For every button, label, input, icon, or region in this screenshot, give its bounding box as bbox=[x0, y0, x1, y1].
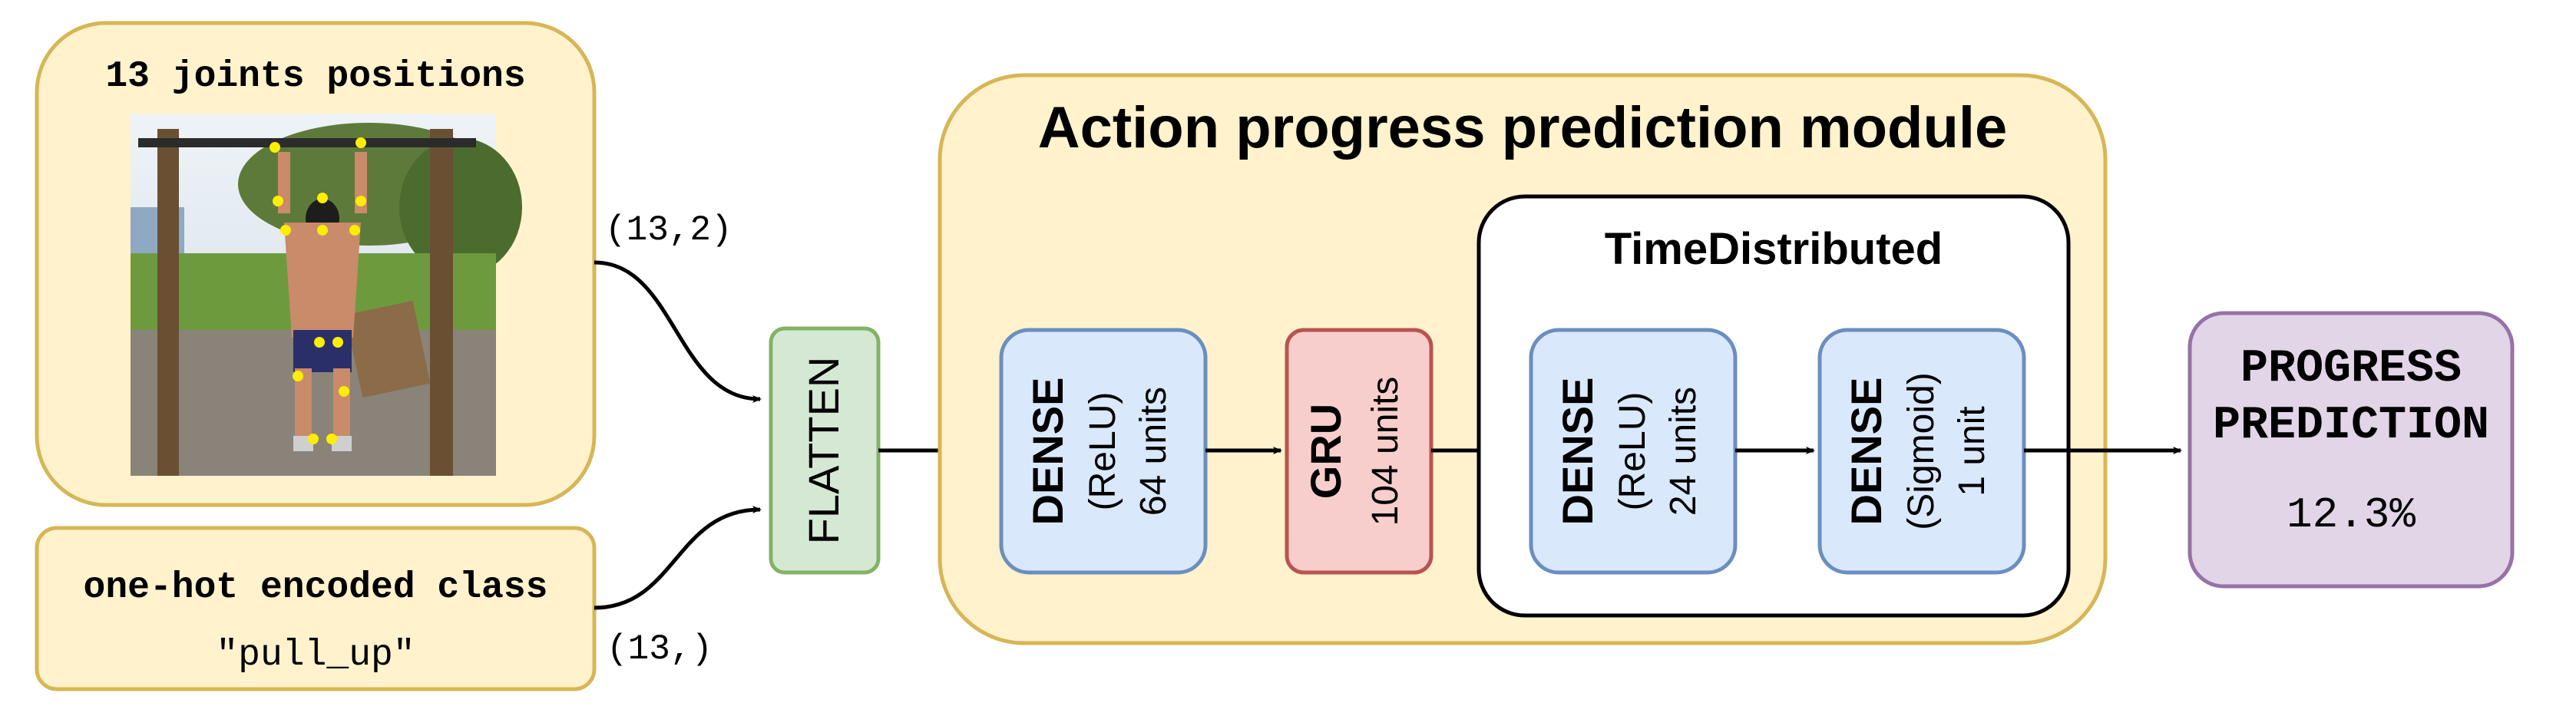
dense-64-activation: (ReLU) bbox=[1083, 392, 1123, 511]
dense-1-activation: (Sigmoid) bbox=[1901, 372, 1942, 530]
dense-24-layer: DENSE (ReLU) 24 units bbox=[1529, 328, 1738, 575]
progress-module: Action progress prediction module DENSE … bbox=[937, 73, 2108, 645]
pullup-photo bbox=[131, 114, 522, 476]
output-value: 12.3% bbox=[2287, 490, 2416, 539]
dense-64-units: 64 units bbox=[1133, 387, 1174, 516]
dense-24-units: 24 units bbox=[1663, 387, 1704, 516]
progress-output-box: PROGRESS PREDICTION 12.3% bbox=[2187, 311, 2515, 589]
class-box-value: "pull_up" bbox=[216, 635, 415, 676]
class-shape-label: (13,) bbox=[607, 629, 713, 669]
dense-64-layer: DENSE (ReLU) 64 units bbox=[999, 328, 1208, 575]
dense-24-activation: (ReLU) bbox=[1612, 392, 1653, 511]
class-box-title: one-hot encoded class bbox=[84, 567, 548, 609]
flatten-label: FLATTEN bbox=[799, 357, 848, 545]
joints-input-box: 13 joints positions bbox=[35, 21, 597, 507]
class-to-flatten-arrow bbox=[594, 506, 762, 610]
joints-shape-label: (13,2) bbox=[605, 210, 732, 250]
dense-24-name: DENSE bbox=[1553, 378, 1602, 526]
time-distributed-block: TimeDistributed DENSE (ReLU) 24 units DE… bbox=[1476, 194, 2071, 618]
dense-64-name: DENSE bbox=[1023, 378, 1072, 526]
gru-units: 104 units bbox=[1365, 377, 1406, 526]
joints-to-flatten-arrow bbox=[594, 260, 762, 403]
gru-layer: GRU 104 units bbox=[1285, 328, 1433, 575]
flatten-layer: FLATTEN bbox=[769, 326, 881, 575]
class-input-box: one-hot encoded class "pull_up" bbox=[35, 526, 597, 691]
output-title-line1: PROGRESS bbox=[2240, 343, 2462, 395]
gru-name: GRU bbox=[1301, 404, 1350, 499]
dense-1-units: 1 unit bbox=[1952, 406, 1992, 496]
joints-box-title: 13 joints positions bbox=[105, 56, 525, 97]
output-frame bbox=[2187, 311, 2515, 589]
output-title-line2: PREDICTION bbox=[2213, 400, 2489, 452]
module-title: Action progress prediction module bbox=[1038, 95, 2008, 160]
dense-1-name: DENSE bbox=[1842, 378, 1890, 526]
dense-1-layer: DENSE (Sigmoid) 1 unit bbox=[1817, 328, 2026, 575]
time-distributed-title: TimeDistributed bbox=[1605, 224, 1943, 274]
